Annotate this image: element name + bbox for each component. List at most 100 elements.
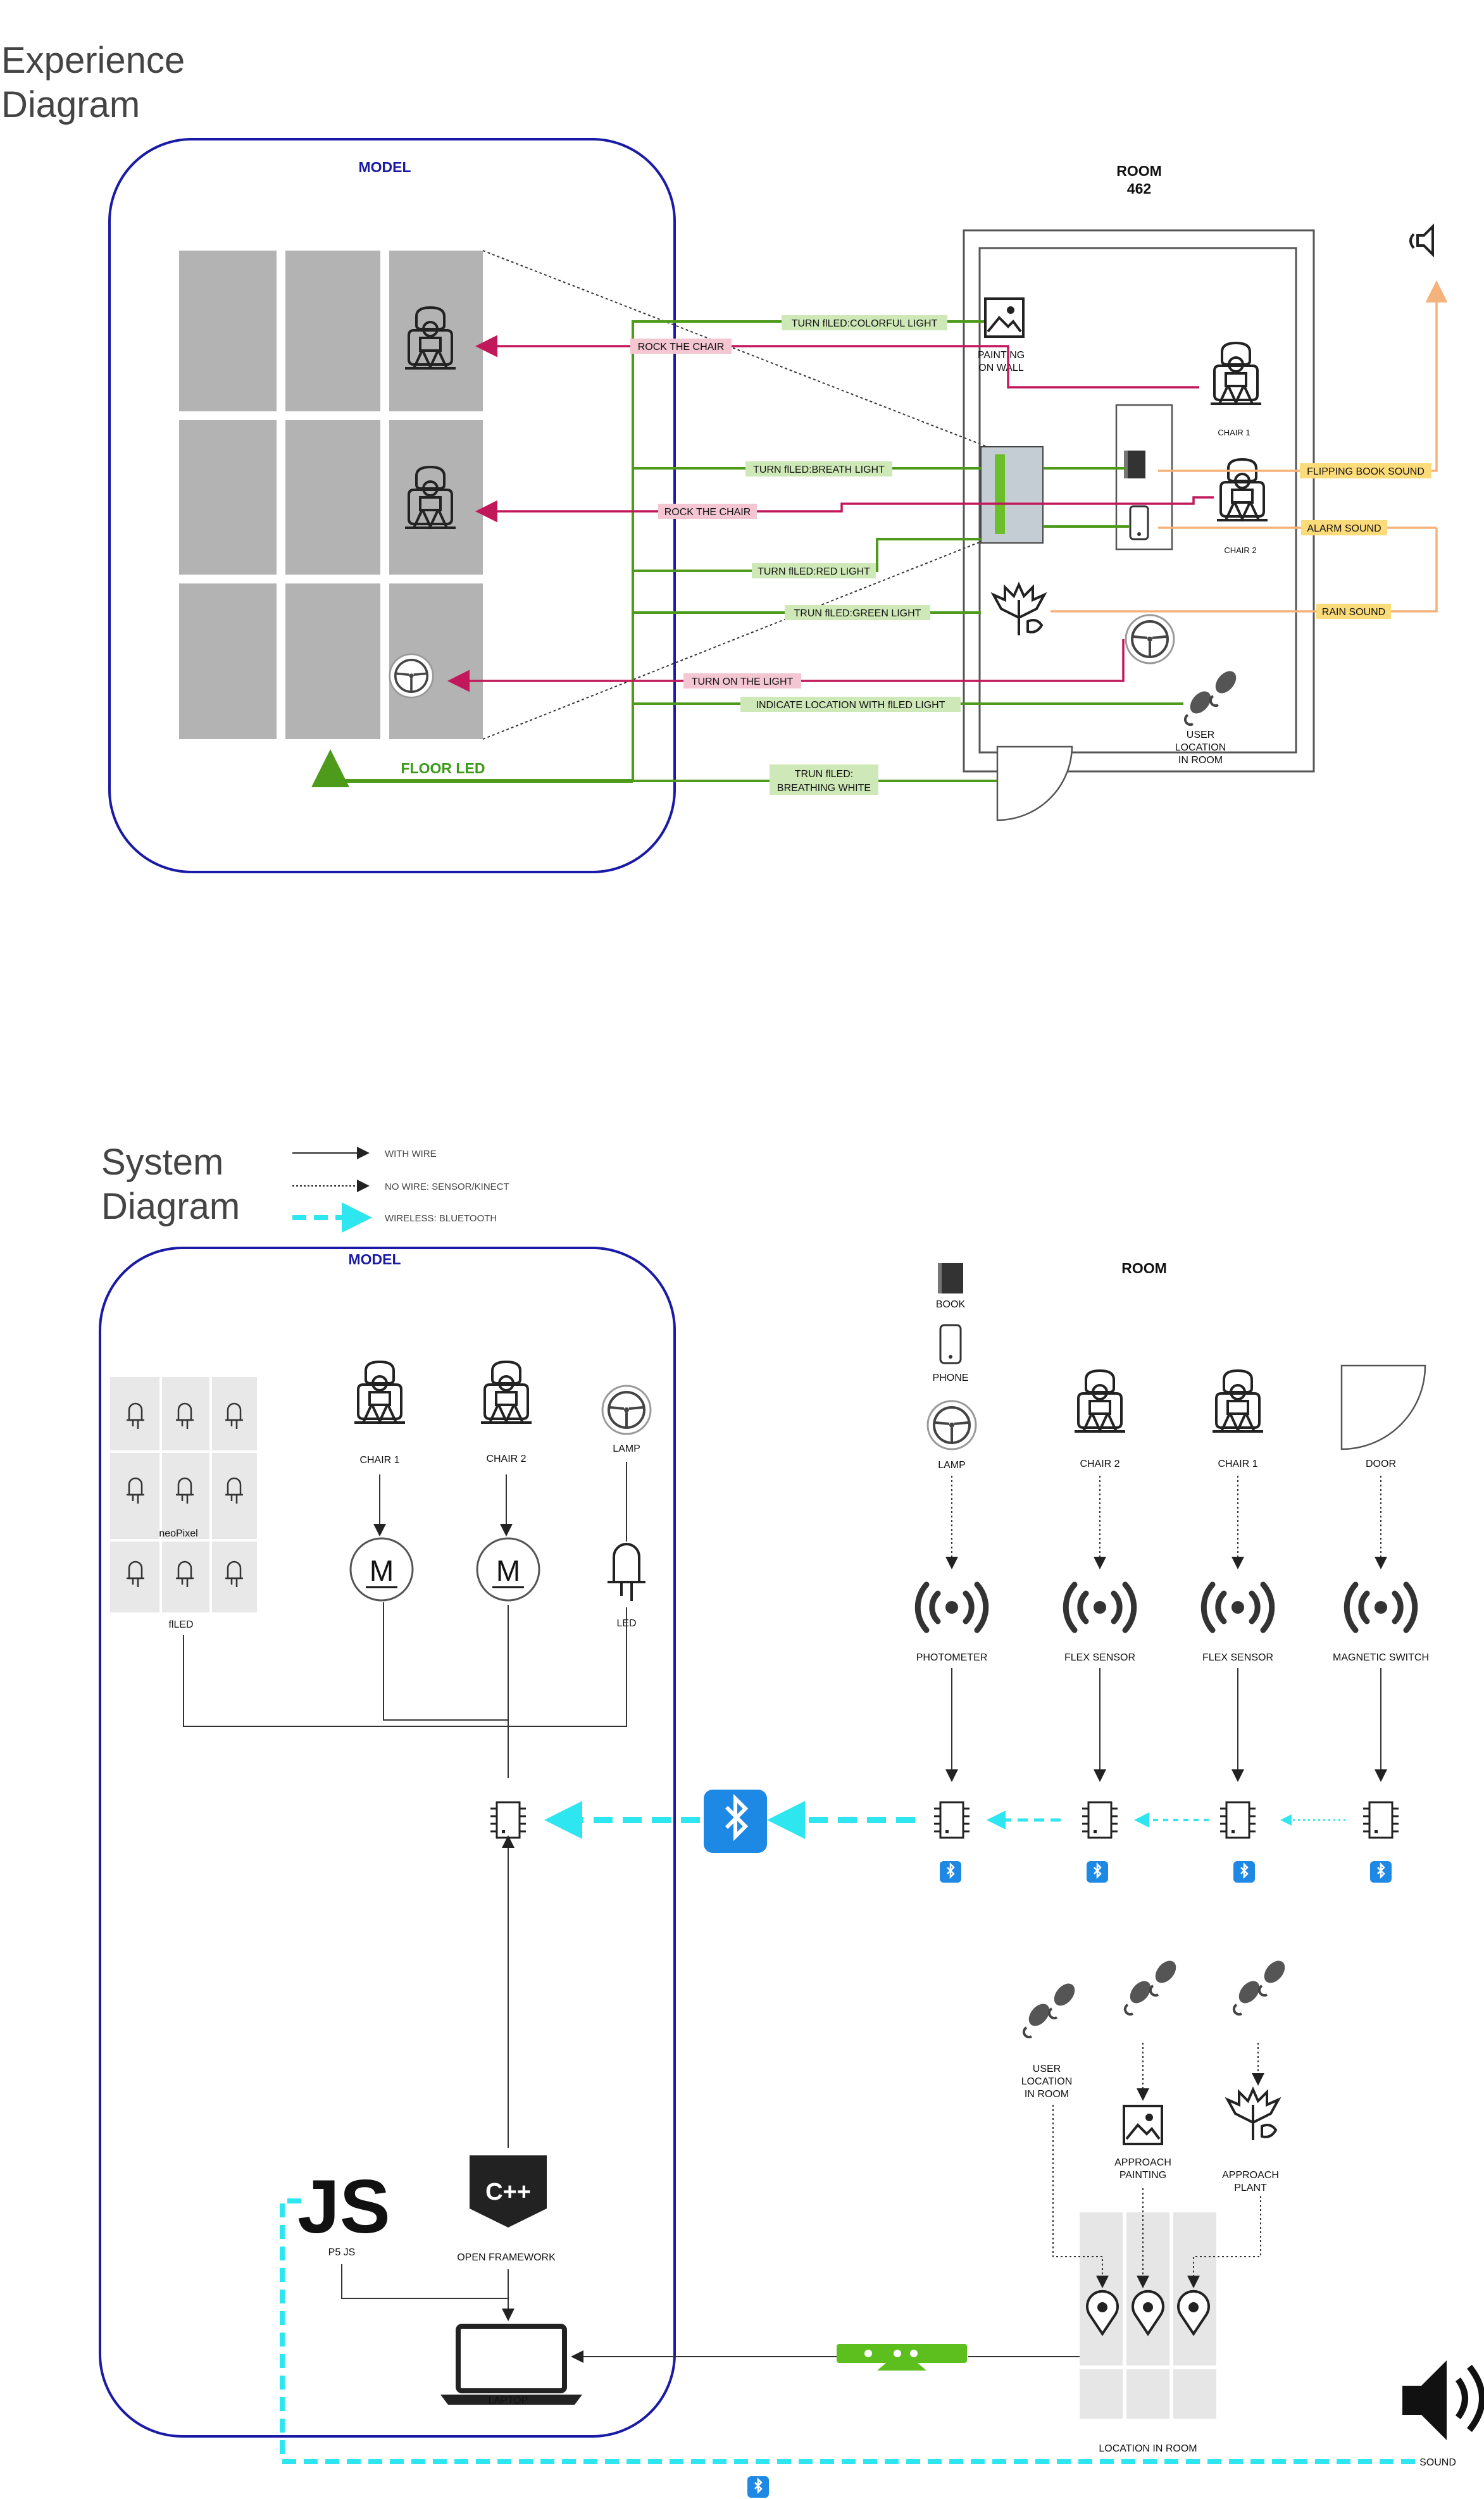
sys-room-lamp-icon	[926, 1400, 977, 1450]
exp-table	[1115, 404, 1173, 551]
svg-text:TRUN flLED:: TRUN flLED:	[795, 769, 853, 780]
exp-room-title-line1: ROOM	[1116, 163, 1162, 179]
sys-model-chair1-icon	[353, 1361, 406, 1424]
sys-flex2-icon	[1204, 1585, 1272, 1630]
svg-text:WIRELESS: BLUETOOTH: WIRELESS: BLUETOOTH	[385, 1213, 497, 1224]
exp-painting-label-line1: PAINTING	[978, 350, 1025, 361]
sys-approach-plant-line1: APPROACH	[1222, 2170, 1279, 2181]
tag-turn-red: TURN flLED:RED LIGHT	[752, 563, 876, 578]
sys-laptop-icon	[440, 2324, 582, 2405]
sys-magnetic-label: MAGNETIC SWITCH	[1333, 1652, 1429, 1663]
exp-user-loc-line2: LOCATION	[1175, 742, 1226, 753]
sys-sound-bluetooth-path	[280, 2198, 1418, 2464]
tag-turn-on-light: TURN ON THE LIGHT	[683, 673, 801, 689]
sys-arduino-photometer	[933, 1801, 971, 1839]
svg-text:FLIPPING BOOK SOUND: FLIPPING BOOK SOUND	[1307, 466, 1425, 477]
svg-text:ROCK THE CHAIR: ROCK THE CHAIR	[664, 507, 751, 518]
tag-rain: RAIN SOUND	[1316, 604, 1391, 619]
sys-room-wires	[945, 1668, 1387, 1782]
exp-room-inner	[978, 247, 1297, 754]
exp-book-icon	[1124, 451, 1145, 478]
svg-text:WITH WIRE: WITH WIRE	[385, 1149, 437, 1159]
exp-user-loc-line1: USER	[1187, 730, 1214, 740]
sys-photometer-label: PHOTOMETER	[916, 1652, 988, 1663]
sys-room-chair1-label: CHAIR 1	[1218, 1459, 1257, 1469]
experience-title-line1: Experience	[1, 40, 185, 81]
exp-room-chair2-icon	[1216, 458, 1269, 521]
sys-sound-icon	[1402, 2360, 1484, 2440]
sys-book-icon	[938, 1263, 963, 1293]
svg-text:TURN ON THE LIGHT: TURN ON THE LIGHT	[692, 676, 794, 687]
sys-magnetic-icon	[1347, 1585, 1415, 1630]
exp-controller-strip	[995, 454, 1005, 534]
sys-bt-badge-1	[938, 1860, 963, 1884]
system-title-line2: Diagram	[101, 1186, 240, 1227]
exp-model-lamp-icon	[389, 653, 435, 699]
exp-projection-line-top	[482, 250, 988, 447]
exp-phone-icon	[1129, 505, 1149, 540]
exp-magenta-lines	[447, 335, 1214, 692]
sys-location-dotted-wires	[1052, 2043, 1264, 2288]
sys-room-title: ROOM	[1121, 1260, 1167, 1276]
sys-kinect-icon	[837, 2344, 967, 2371]
sys-painting-footsteps-icon	[1123, 1955, 1182, 2016]
sys-model-chair2-icon	[480, 1361, 533, 1424]
exp-painting-icon	[984, 297, 1025, 338]
sys-arduino-magnetic	[1362, 1801, 1400, 1839]
sys-laptop-label: LAPTOP	[489, 2395, 528, 2406]
sys-motor-2: M	[476, 1537, 540, 1602]
sys-phone-label: PHONE	[933, 1373, 969, 1383]
sys-user-loc-line3: IN ROOM	[1025, 2089, 1069, 2100]
sys-model-title: MODEL	[348, 1251, 401, 1268]
sys-model-chair1-label: CHAIR 1	[359, 1455, 399, 1466]
svg-text:C++: C++	[485, 2179, 531, 2205]
sys-user-loc-footsteps-icon	[1022, 1978, 1080, 2039]
sys-room-chair1-icon	[1211, 1369, 1264, 1433]
svg-text:TRUN flLED:GREEN LIGHT: TRUN flLED:GREEN LIGHT	[794, 608, 921, 619]
sys-arduino-flex2	[1219, 1801, 1257, 1839]
exp-footsteps-icon	[1183, 666, 1242, 726]
svg-text:TURN flLED:COLORFUL LIGHT: TURN flLED:COLORFUL LIGHT	[792, 318, 938, 329]
sys-approach-painting-line1: APPROACH	[1114, 2157, 1171, 2168]
svg-text:NO WIRE: SENSOR/KINECT: NO WIRE: SENSOR/KINECT	[385, 1181, 509, 1192]
exp-floor-grid	[179, 251, 483, 739]
sys-room-chair2-icon	[1073, 1369, 1126, 1433]
sys-neopixel-label: neoPixel	[159, 1528, 197, 1539]
sys-book-label: BOOK	[936, 1299, 966, 1310]
svg-text:ROCK THE CHAIR: ROCK THE CHAIR	[638, 342, 725, 352]
exp-room-title-line2: 462	[1127, 180, 1151, 197]
svg-text:M: M	[370, 1554, 394, 1587]
sys-sound-bt-badge	[746, 2475, 770, 2499]
sys-flex2-label: FLEX SENSOR	[1202, 1652, 1273, 1663]
exp-projection-line-bottom	[482, 539, 988, 740]
sys-location-in-room-label: LOCATION IN ROOM	[1099, 2443, 1197, 2454]
system-title-line1: System	[101, 1142, 223, 1183]
exp-room-chair1-label: CHAIR 1	[1218, 428, 1250, 437]
exp-plant-icon	[992, 583, 1045, 637]
sys-room-dotted-wires	[945, 1476, 1387, 1569]
exp-speaker-icon	[1409, 223, 1434, 258]
sys-model-arduino	[489, 1801, 527, 1839]
tag-trun-breathing: TRUN flLED: BREATHING WHITE	[770, 764, 878, 795]
sys-model-chair2-label: CHAIR 2	[486, 1454, 526, 1464]
sys-flex1-icon	[1066, 1585, 1134, 1630]
tag-alarm: ALARM SOUND	[1301, 520, 1387, 535]
sys-model-wires	[183, 1462, 627, 1778]
sys-model-frame	[99, 1247, 676, 2438]
svg-text:ALARM SOUND: ALARM SOUND	[1307, 523, 1381, 534]
sys-approach-plant-line2: PLANT	[1234, 2183, 1267, 2193]
sys-approach-painting-icon	[1123, 2105, 1163, 2145]
sys-phone-icon	[939, 1324, 962, 1364]
tag-rock-chair-2: ROCK THE CHAIR	[658, 504, 757, 519]
tag-turn-colorful: TURN flLED:COLORFUL LIGHT	[782, 315, 947, 330]
tag-turn-breath: TURN flLED:BREATH LIGHT	[745, 461, 892, 477]
sys-photometer-icon	[918, 1585, 986, 1630]
experience-title-line2: Diagram	[1, 84, 140, 125]
sys-user-loc-line2: LOCATION	[1021, 2076, 1073, 2087]
sys-approach-plant-icon	[1226, 2088, 1280, 2141]
svg-text:INDICATE LOCATION WITH flLED L: INDICATE LOCATION WITH flLED LIGHT	[756, 700, 945, 711]
sys-plant-footsteps-icon	[1232, 1955, 1290, 2016]
sys-p5js-label: P5 JS	[328, 2247, 356, 2258]
sys-room-chair2-label: CHAIR 2	[1080, 1459, 1119, 1469]
exp-room-outer	[963, 229, 1315, 773]
